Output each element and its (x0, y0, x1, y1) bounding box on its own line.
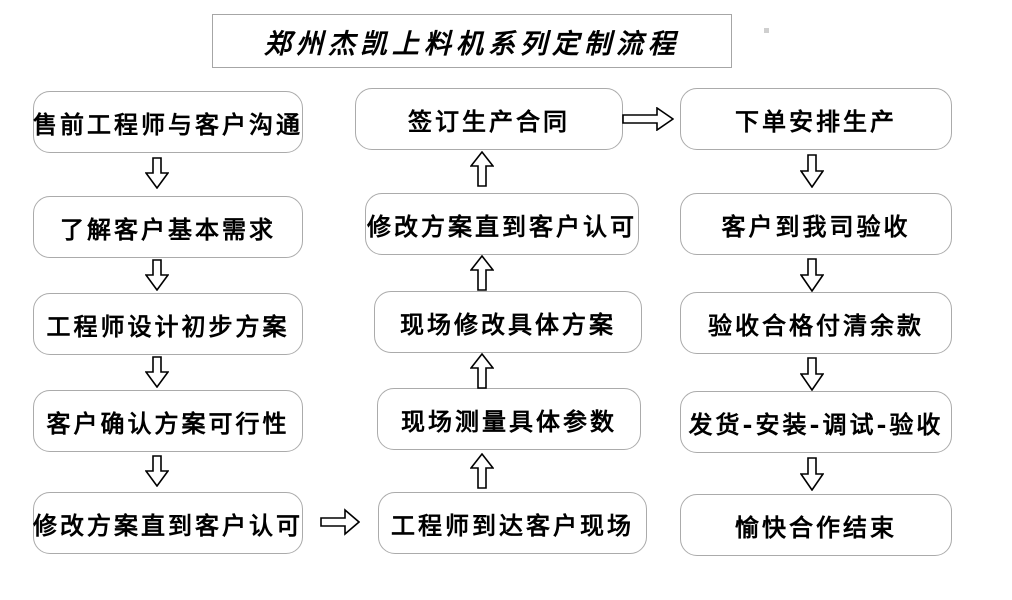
arrow-down-icon (800, 258, 824, 292)
step-ship-install-debug-accept: 发货-安装-调试-验收 (680, 391, 952, 453)
step-onsite-measure-params: 现场测量具体参数 (377, 388, 641, 450)
step-onsite-revise-plan: 现场修改具体方案 (374, 291, 642, 353)
arrow-up-icon (470, 453, 494, 489)
step-revise-until-approved-onsite: 修改方案直到客户认可 (365, 193, 639, 255)
step-happy-cooperation-end: 愉快合作结束 (680, 494, 952, 556)
step-understand-needs: 了解客户基本需求 (33, 196, 303, 258)
arrow-up-icon (470, 353, 494, 389)
arrow-down-icon (800, 357, 824, 391)
flowchart-title: 郑州杰凯上料机系列定制流程 (212, 14, 732, 68)
arrow-right-icon (622, 107, 674, 131)
arrow-down-icon (800, 154, 824, 188)
selection-handle-dot (764, 28, 769, 33)
step-presale-communication: 售前工程师与客户沟通 (33, 91, 303, 153)
step-customer-acceptance-visit: 客户到我司验收 (680, 193, 952, 255)
step-confirm-feasibility: 客户确认方案可行性 (33, 390, 303, 452)
step-pay-balance: 验收合格付清余款 (680, 292, 952, 354)
arrow-up-icon (470, 151, 494, 187)
arrow-down-icon (145, 259, 169, 291)
arrow-down-icon (145, 356, 169, 388)
step-sign-contract: 签订生产合同 (355, 88, 623, 150)
step-engineer-arrive-site: 工程师到达客户现场 (378, 492, 647, 554)
arrow-down-icon (145, 157, 169, 189)
step-place-order-production: 下单安排生产 (680, 88, 952, 150)
step-initial-design: 工程师设计初步方案 (33, 293, 303, 355)
arrow-down-icon (800, 457, 824, 491)
arrow-up-icon (470, 255, 494, 291)
arrow-down-icon (145, 455, 169, 487)
arrow-right-icon (320, 508, 360, 536)
step-revise-until-approved-presale: 修改方案直到客户认可 (33, 492, 303, 554)
